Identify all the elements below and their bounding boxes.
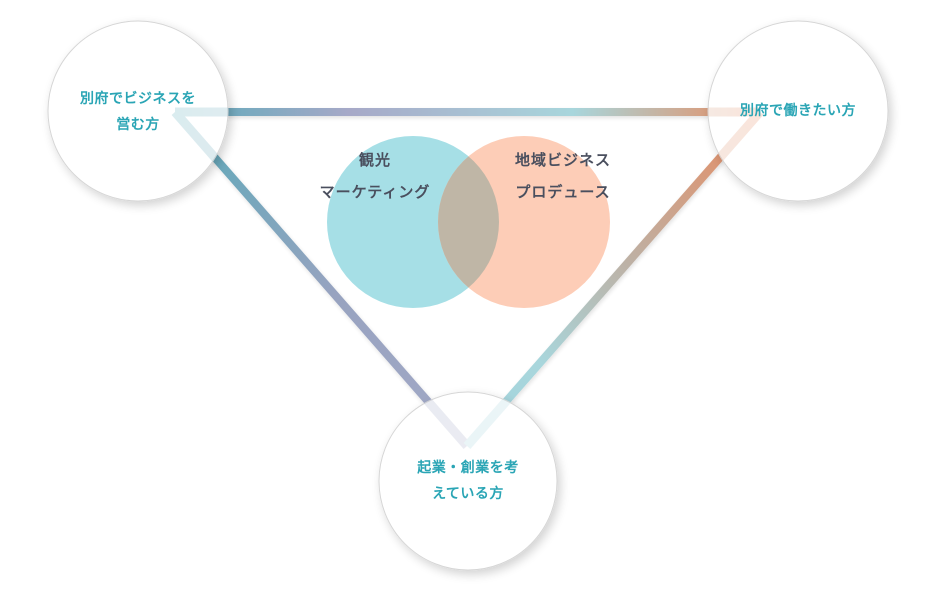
node-label-line2: 営む方 <box>116 117 160 133</box>
edge-owners-to-entrepreneurs <box>171 109 471 449</box>
venn-label-line2: プロデュース <box>515 183 611 201</box>
node-business-owners: 別府でビジネスを 営む方 <box>48 86 228 138</box>
venn-label-line1: 観光 <box>358 151 391 169</box>
venn-label-line2: マーケティング <box>319 183 431 201</box>
venn-label-line1: 地域ビジネス <box>514 151 611 169</box>
node-label-line2: えている方 <box>432 486 504 502</box>
node-work-seekers: 別府で働きたい方 <box>708 98 888 124</box>
venn-label-tourism-marketing: 観光 マーケティング <box>290 144 460 208</box>
venn-overlap <box>438 136 499 308</box>
node-circles <box>47 20 889 571</box>
node-label-line1: 起業・創業を考 <box>417 460 519 476</box>
node-entrepreneurs: 起業・創業を考 えている方 <box>379 455 557 507</box>
venn-label-regional-business: 地域ビジネス プロデュース <box>478 144 648 208</box>
venn-diagram <box>327 136 610 308</box>
node-circle-entrepreneurs <box>378 391 558 571</box>
node-label-line1: 別府でビジネスを <box>80 91 196 107</box>
node-label-line1: 別府で働きたい方 <box>740 103 856 119</box>
edge-workers-to-entrepreneurs <box>463 109 764 449</box>
